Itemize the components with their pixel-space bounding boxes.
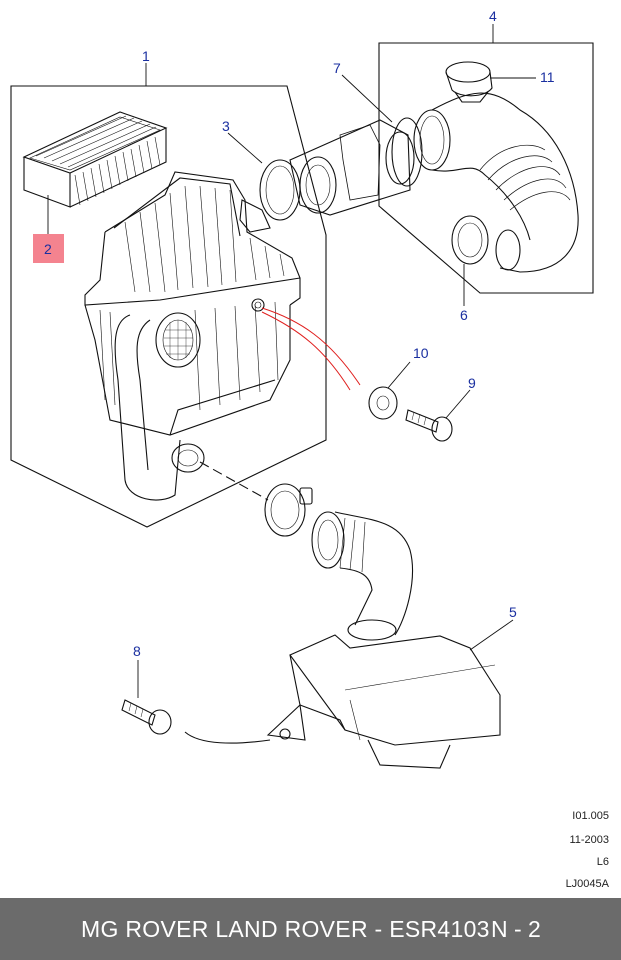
bolt-9 xyxy=(405,409,453,442)
callout-3: 3 xyxy=(222,118,230,134)
drain-hose xyxy=(184,731,271,744)
assembly-axis xyxy=(199,461,269,501)
intake-hose xyxy=(413,61,579,273)
footer-bar: MG ROVER LAND ROVER - ESR4103 N - 2 xyxy=(0,898,621,960)
red-leaders xyxy=(261,307,361,391)
footer-page-number: N - 2 xyxy=(491,916,541,942)
air-cleaner-housing xyxy=(84,171,301,501)
footer-title: MG ROVER LAND ROVER - ESR4103 xyxy=(81,916,490,942)
callout-7: 7 xyxy=(333,60,341,76)
bolt-8 xyxy=(121,699,172,735)
callout-2: 2 xyxy=(44,241,52,257)
nut-10 xyxy=(368,386,398,420)
air-flow-meter xyxy=(289,117,423,216)
leader-lines xyxy=(47,24,536,698)
parts-diagram: 1 2 3 4 5 6 7 8 9 10 11 xyxy=(10,8,594,769)
resonator xyxy=(266,511,501,769)
lower-clamp xyxy=(264,483,313,537)
model-code: L6 xyxy=(596,856,609,868)
ref-code: I01.005 xyxy=(572,810,609,822)
callout-10: 10 xyxy=(413,345,429,361)
callout-6: 6 xyxy=(460,307,468,323)
highlight-box-2 xyxy=(33,234,64,263)
callout-8: 8 xyxy=(133,643,141,659)
callout-9: 9 xyxy=(468,375,476,391)
callout-1: 1 xyxy=(142,48,150,64)
air-filter-element xyxy=(22,111,168,208)
callout-11: 11 xyxy=(540,69,555,85)
callout-5: 5 xyxy=(509,604,517,620)
group-4-outline xyxy=(378,42,594,294)
group-1-outline xyxy=(10,85,327,528)
drawing-code: LJ0045A xyxy=(565,878,609,890)
clamp-6 xyxy=(451,215,489,265)
date-code: 11-2003 xyxy=(569,834,609,846)
callout-4: 4 xyxy=(489,8,497,24)
clamp-3 xyxy=(259,159,301,221)
